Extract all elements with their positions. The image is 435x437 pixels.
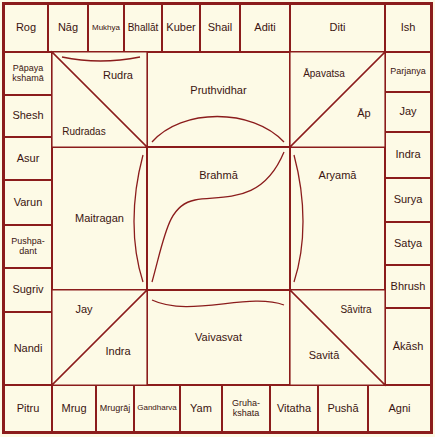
deity-name: Savitā — [302, 350, 346, 362]
triangle-outline — [290, 290, 385, 385]
deity-name: Varun — [7, 197, 49, 209]
pada-cell: Brahmā — [147, 147, 290, 290]
pada-cell: Diti — [290, 4, 385, 52]
deity-name: Rudra — [91, 70, 145, 82]
pada-cell: Indra — [385, 132, 431, 178]
deity-name: Āpavatsa — [297, 69, 351, 80]
pada-cell: Mrug — [52, 385, 96, 432]
deity-name: Rudradas — [57, 127, 111, 138]
deity-name: Aditi — [243, 22, 287, 34]
pada-cell: Yam — [180, 385, 222, 432]
triangle-pada: Rudradas — [52, 52, 147, 147]
triangle-outline — [52, 290, 147, 385]
deity-name: Pruthvidhar — [150, 85, 287, 97]
pada-cell: Bhrush — [385, 265, 431, 308]
deity-name: Gandharva — [137, 404, 177, 412]
deity-name: Sāvitra — [331, 305, 381, 316]
figure-curve — [294, 155, 303, 282]
pada-cell: Vaivasvat — [147, 290, 290, 385]
pada-cell: Rog — [4, 4, 48, 52]
pada-cell: Pruthvidhar — [147, 52, 290, 147]
pada-cell: Gandharva — [134, 385, 180, 432]
pada-cell: Jay — [385, 92, 431, 132]
pada-cell: Vitatha — [270, 385, 318, 432]
figure-curve — [62, 57, 140, 61]
triangle-pada: Indra — [52, 290, 147, 385]
pada-cell: Sugriv — [4, 268, 52, 312]
pada-cell: Pushpa- dant — [4, 225, 52, 268]
pada-cell: Ākāsh — [385, 308, 431, 385]
deity-name: Gruha- kshata — [225, 399, 267, 418]
triangle-pada: Savitā — [290, 290, 385, 385]
deity-name: Shail — [203, 22, 237, 34]
pada-cell: Varun — [4, 180, 52, 225]
pada-cell: Aditi — [240, 4, 290, 52]
outer-frame — [3, 3, 432, 433]
pada-cell: Bhallāt — [124, 4, 162, 52]
pada-cell: Pāpaya kshamā — [4, 52, 52, 95]
deity-name: Nandi — [7, 343, 49, 355]
deity-name: Pitru — [7, 403, 49, 415]
deity-name: Bhallāt — [127, 23, 159, 34]
deity-name: Pushā — [321, 403, 365, 415]
deity-name: Surya — [388, 194, 428, 206]
figure-curve — [152, 117, 284, 143]
pada-cell: Shesh — [4, 95, 52, 137]
deity-name: Ākāsh — [388, 341, 428, 353]
deity-name: Mrug — [55, 403, 93, 415]
pada-cell: Mukhya — [88, 4, 124, 52]
deity-name: Sugriv — [7, 284, 49, 296]
deity-name: Shesh — [7, 110, 49, 122]
pada-cell: Gruha- kshata — [222, 385, 270, 432]
deity-name: Jay — [388, 106, 428, 118]
deity-name: Pāpaya kshamā — [7, 64, 49, 83]
deity-name: Nāg — [51, 22, 85, 34]
deity-name: Mrugrāj — [99, 404, 131, 413]
deity-name: Ish — [388, 22, 428, 34]
deity-name: Diti — [293, 22, 382, 34]
deity-name: Kuber — [165, 22, 197, 34]
triangle-pada: Āp — [290, 52, 385, 147]
pada-cell: Satya — [385, 222, 431, 265]
deity-name: Pushpa- dant — [7, 237, 49, 256]
figure-curve — [152, 300, 284, 307]
deity-name: Vaivasvat — [150, 332, 287, 344]
deity-name: Asur — [7, 153, 49, 165]
deity-name: Vitatha — [273, 403, 315, 415]
pada-cell: Ish — [385, 4, 431, 52]
pada-cell: Pushā — [318, 385, 368, 432]
figure-curve — [134, 155, 143, 282]
deity-name: Yam — [183, 403, 219, 415]
pada-cell: Mrugrāj — [96, 385, 134, 432]
deity-name: Maitragan — [55, 213, 144, 225]
deity-name: Satya — [388, 238, 428, 250]
deity-name: Bhrush — [388, 281, 428, 293]
deity-name: Parjanya — [388, 67, 428, 76]
deity-name: Mukhya — [91, 24, 121, 32]
pada-cell: Aryamā — [290, 147, 385, 290]
deity-name: Indra — [388, 149, 428, 161]
deity-name: Jay — [64, 304, 104, 316]
deity-name: Indra — [98, 346, 138, 358]
pada-cell: Surya — [385, 178, 431, 222]
pada-cell: Nāg — [48, 4, 88, 52]
pada-cell: Pitru — [4, 385, 52, 432]
pada-cell: Asur — [4, 137, 52, 180]
pada-cell: Agni — [368, 385, 431, 432]
deity-name: Rog — [7, 22, 45, 34]
pada-cell: Kuber — [162, 4, 200, 52]
deity-name: Brahmā — [150, 170, 287, 182]
deity-name: Agni — [371, 403, 428, 415]
pada-cell: Nandi — [4, 312, 52, 385]
deity-name: Āp — [349, 108, 379, 120]
pada-cell: Maitragan — [52, 147, 147, 290]
pada-cell: Shail — [200, 4, 240, 52]
triangle-outline — [290, 52, 385, 147]
pada-cell: Parjanya — [385, 52, 431, 92]
deity-name: Aryamā — [293, 170, 382, 182]
